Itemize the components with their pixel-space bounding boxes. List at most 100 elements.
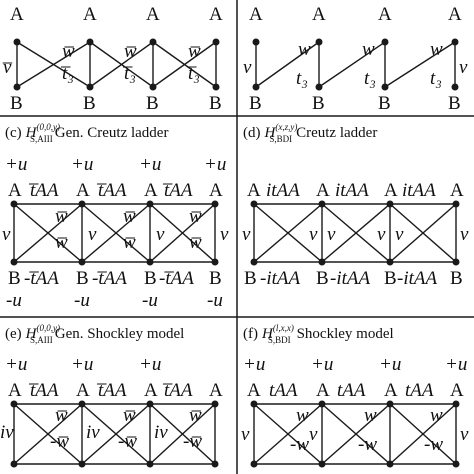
onsite-label: +u (5, 154, 27, 175)
site-label-a: A (247, 180, 261, 201)
site-label-b: B (312, 93, 325, 114)
site-label-b: B (249, 93, 262, 114)
site-node (211, 460, 219, 468)
hopping-label: -w (424, 434, 443, 455)
panel-a: A A A A B B B B w̅ w̅ w̅ v̅ t̅₃ t̅₃ t̅₃ (3, 4, 223, 114)
hopping-label: v (88, 224, 97, 245)
onsite-label: -u (207, 290, 223, 311)
hopping-label: v (327, 224, 336, 245)
site-node (252, 83, 260, 91)
site-node (386, 460, 394, 468)
hopping-label: iv (0, 422, 14, 443)
site-node (212, 38, 220, 46)
onsite-label: +u (71, 354, 93, 375)
hopping-label: itAA (335, 180, 369, 201)
hopping-label: t₃ (430, 68, 442, 89)
hopping-label: t̅₃ (187, 63, 200, 84)
hopping-label: w̅ (189, 206, 202, 227)
hopping-label: -itAA (260, 268, 300, 289)
site-node (451, 38, 459, 46)
hopping-label: itAA (266, 180, 300, 201)
site-node (211, 400, 219, 408)
site-node (315, 83, 323, 91)
site-label-a: A (146, 4, 160, 25)
bond (253, 403, 323, 465)
site-label-b: B (83, 93, 96, 114)
site-label-b: B (450, 268, 463, 289)
site-node (318, 258, 326, 266)
site-node (252, 38, 260, 46)
hopping-label: v (242, 224, 251, 245)
hopping-label: v (2, 224, 11, 245)
site-label-b: B (448, 93, 461, 114)
hopping-label: t̅₃ (123, 63, 136, 84)
site-node (10, 400, 18, 408)
hopping-label: iv (154, 422, 168, 443)
hopping-label: t̅AA (163, 380, 193, 401)
hopping-label: tAA (337, 380, 366, 401)
bond (16, 41, 91, 88)
bond (81, 203, 151, 263)
site-node (13, 83, 21, 91)
bond (149, 403, 216, 465)
site-label-a: A (312, 4, 326, 25)
onsite-label: +u (243, 354, 265, 375)
site-node (146, 258, 154, 266)
onsite-label: +u (5, 354, 27, 375)
hopping-label: -w̅ (183, 431, 202, 452)
site-node (78, 200, 86, 208)
site-node (211, 200, 219, 208)
hopping-label: w̅ (123, 405, 136, 426)
site-node (452, 258, 460, 266)
bond (389, 203, 457, 263)
site-label-a: A (83, 4, 97, 25)
site-label-a: A (144, 180, 158, 201)
site-node (452, 460, 460, 468)
site-node (78, 258, 86, 266)
hopping-label: -w̅ (118, 431, 137, 452)
hopping-label: v (156, 224, 165, 245)
hopping-label: -w̅ (50, 431, 69, 452)
hopping-label: v̅ (3, 57, 13, 78)
onsite-label: +u (445, 354, 467, 375)
hopping-label: t̅AA (29, 380, 59, 401)
site-node (149, 83, 157, 91)
hopping-label: v (395, 224, 404, 245)
bond (13, 203, 83, 263)
hopping-label: -itAA (330, 268, 370, 289)
bond (321, 203, 391, 263)
onsite-label: +u (311, 354, 333, 375)
site-node (451, 83, 459, 91)
hopping-label: w (298, 39, 311, 60)
site-label-a: A (384, 380, 398, 401)
hopping-label: v (459, 57, 468, 78)
onsite-label: +u (139, 154, 161, 175)
site-label-a: A (378, 4, 392, 25)
hopping-label: w̅ (123, 232, 136, 253)
hopping-label: v (460, 224, 469, 245)
hopping-label: w (296, 405, 309, 426)
site-node (13, 38, 21, 46)
panel-id: (e) (5, 326, 22, 342)
site-label-b: B (209, 268, 222, 289)
bond (152, 41, 217, 88)
bond (89, 41, 154, 88)
bond (81, 403, 151, 465)
site-label-a: A (247, 380, 261, 401)
bond (389, 403, 457, 465)
bond (253, 203, 323, 263)
site-node (10, 200, 18, 208)
site-node (250, 258, 258, 266)
hopping-label: t̅AA (29, 180, 59, 201)
site-node (250, 400, 258, 408)
hopping-label: tAA (269, 380, 298, 401)
site-node (211, 258, 219, 266)
site-node (146, 400, 154, 408)
site-label-a: A (76, 180, 90, 201)
site-node (212, 83, 220, 91)
site-node (452, 400, 460, 408)
